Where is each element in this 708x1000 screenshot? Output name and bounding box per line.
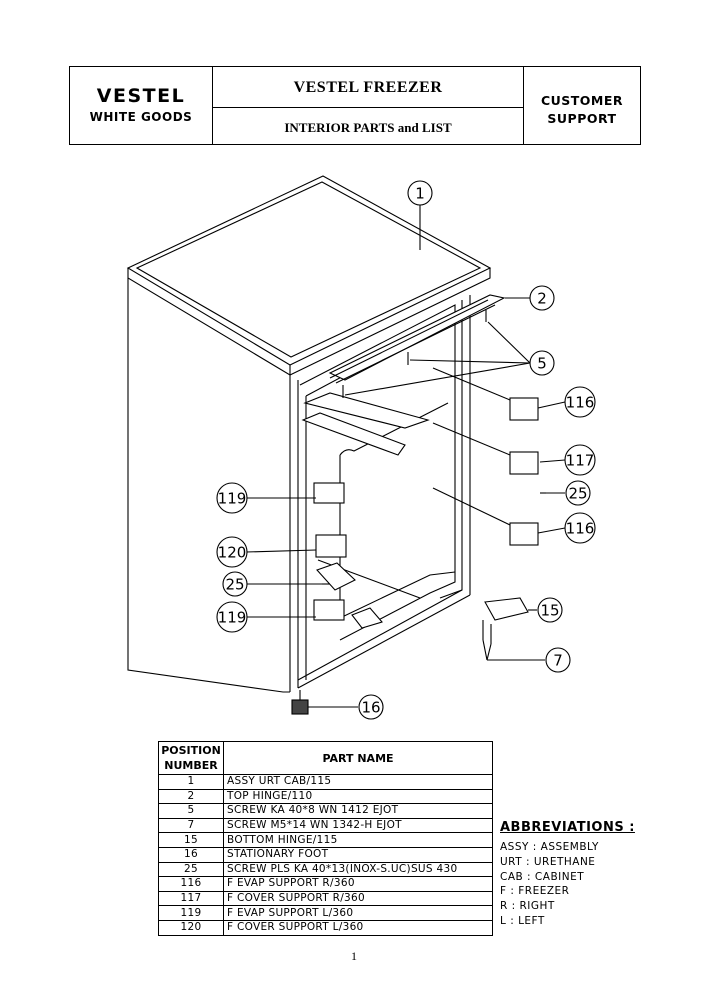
support-line-1: CUSTOMER <box>540 93 624 108</box>
callout-2: 2 <box>529 285 555 311</box>
callout-label: 116 <box>566 520 595 538</box>
title-block: VESTEL WHITE GOODS VESTEL FREEZER INTERI… <box>69 66 641 145</box>
callout-label: 117 <box>566 452 595 470</box>
exploded-parts-drawing: 1 2 5 116 117 25 116 119 120 25 119 15 7… <box>126 175 596 720</box>
callout-label: 116 <box>566 394 595 412</box>
parts-table-header: POSITION NUMBER PART NAME <box>158 741 493 775</box>
callout-16: 16 <box>358 694 384 720</box>
part-name: SCREW PLS KA 40*13(INOX-S.UC)SUS 430 <box>223 861 493 878</box>
abbreviations-list: ASSY : ASSEMBLY URT : URETHANE CAB : CAB… <box>500 840 640 929</box>
callout-label: 16 <box>361 699 380 717</box>
abbreviation-item: R : RIGHT <box>500 900 555 913</box>
part-name: STATIONARY FOOT <box>223 846 493 863</box>
support-cell: CUSTOMER SUPPORT <box>524 67 640 144</box>
callout-label: 2 <box>537 290 547 308</box>
part-name: F COVER SUPPORT R/360 <box>223 890 493 907</box>
callout-label: 119 <box>218 490 247 508</box>
callout-5: 5 <box>529 350 555 376</box>
page-number: 1 <box>351 949 357 963</box>
callout-117: 117 <box>564 444 596 476</box>
position-number: 2 <box>158 788 224 805</box>
callout-25-left: 25 <box>222 571 248 597</box>
position-number: 1 <box>158 774 224 790</box>
callout-15: 15 <box>537 597 563 623</box>
abbreviation-item: L : LEFT <box>500 914 545 927</box>
cabinet-drawing <box>126 175 546 715</box>
abbreviations-title: ABBREVIATIONS : <box>500 820 635 835</box>
abbreviations-legend: ABBREVIATIONS : ASSY : ASSEMBLY URT : UR… <box>500 820 640 929</box>
callout-120: 120 <box>216 536 248 568</box>
title-cell: VESTEL FREEZER INTERIOR PARTS and LIST <box>213 67 524 144</box>
callout-label: 25 <box>225 576 244 594</box>
callout-119-upper: 119 <box>216 482 248 514</box>
position-number: 15 <box>158 832 224 848</box>
callout-label: 15 <box>540 602 559 620</box>
part-name: ASSY URT CAB/115 <box>223 774 493 790</box>
part-name: TOP HINGE/110 <box>223 788 493 805</box>
brand-cell: VESTEL WHITE GOODS <box>70 67 213 144</box>
abbreviation-item: URT : URETHANE <box>500 855 596 868</box>
abbreviation-item: CAB : CABINET <box>500 870 585 883</box>
part-name: F COVER SUPPORT L/360 <box>223 919 493 936</box>
callout-7: 7 <box>545 647 571 673</box>
callout-label: 1 <box>415 185 425 203</box>
position-number: 120 <box>158 919 224 936</box>
callout-label: 119 <box>218 609 247 627</box>
brand-subtitle: WHITE GOODS <box>89 110 193 124</box>
column-header-part-name: PART NAME <box>223 741 493 775</box>
position-number: 7 <box>158 817 224 834</box>
document-subtitle: INTERIOR PARTS and LIST <box>284 120 452 135</box>
part-name: F EVAP SUPPORT R/360 <box>223 876 493 892</box>
leader-lines <box>245 205 566 708</box>
position-number: 119 <box>158 905 224 921</box>
part-name: BOTTOM HINGE/115 <box>223 832 493 848</box>
part-name: SCREW M5*14 WN 1342-H EJOT <box>223 817 493 834</box>
position-number: 25 <box>158 861 224 878</box>
callout-label: 5 <box>537 355 547 373</box>
callout-116-lower: 116 <box>564 512 596 544</box>
position-number: 5 <box>158 803 224 819</box>
callout-116-upper: 116 <box>564 386 596 418</box>
part-name: SCREW KA 40*8 WN 1412 EJOT <box>223 803 493 819</box>
callout-label: 25 <box>568 485 587 503</box>
callout-119-lower: 119 <box>216 601 248 633</box>
position-number: 116 <box>158 876 224 892</box>
column-header-position: POSITION NUMBER <box>158 741 224 775</box>
callout-25-right: 25 <box>565 480 591 506</box>
callout-label: 7 <box>553 652 563 670</box>
part-name: F EVAP SUPPORT L/360 <box>223 905 493 921</box>
callout-1: 1 <box>407 180 433 206</box>
position-number: 117 <box>158 890 224 907</box>
callout-label: 120 <box>218 544 247 562</box>
abbreviation-item: ASSY : ASSEMBLY <box>500 841 599 853</box>
position-number: 16 <box>158 846 224 863</box>
abbreviation-item: F : FREEZER <box>500 885 570 898</box>
support-line-2: SUPPORT <box>547 111 617 126</box>
brand-name: VESTEL <box>96 85 186 107</box>
document-title: VESTEL FREEZER <box>213 67 523 108</box>
